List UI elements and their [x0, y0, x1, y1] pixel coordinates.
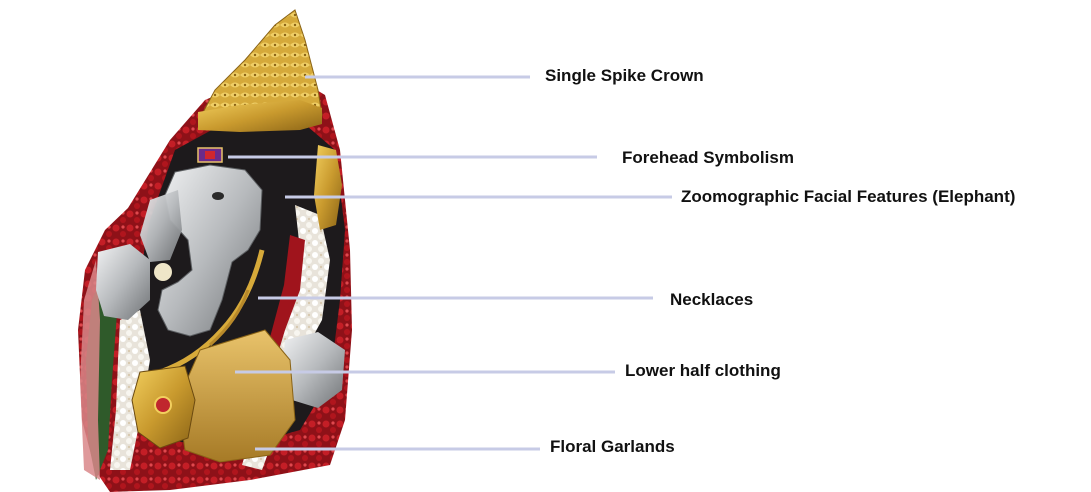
offering-ball	[154, 263, 172, 281]
label-lower-half-clothing: Lower half clothing	[625, 361, 781, 381]
label-facial-features: Zoomographic Facial Features (Elephant)	[681, 187, 1015, 207]
forehead-mark-center	[205, 151, 215, 159]
label-necklaces: Necklaces	[670, 290, 753, 310]
pendant-gem	[155, 397, 171, 413]
elephant-eye	[212, 192, 224, 200]
label-forehead-symbolism: Forehead Symbolism	[622, 148, 794, 168]
label-single-spike-crown: Single Spike Crown	[545, 66, 704, 86]
label-floral-garlands: Floral Garlands	[550, 437, 675, 457]
